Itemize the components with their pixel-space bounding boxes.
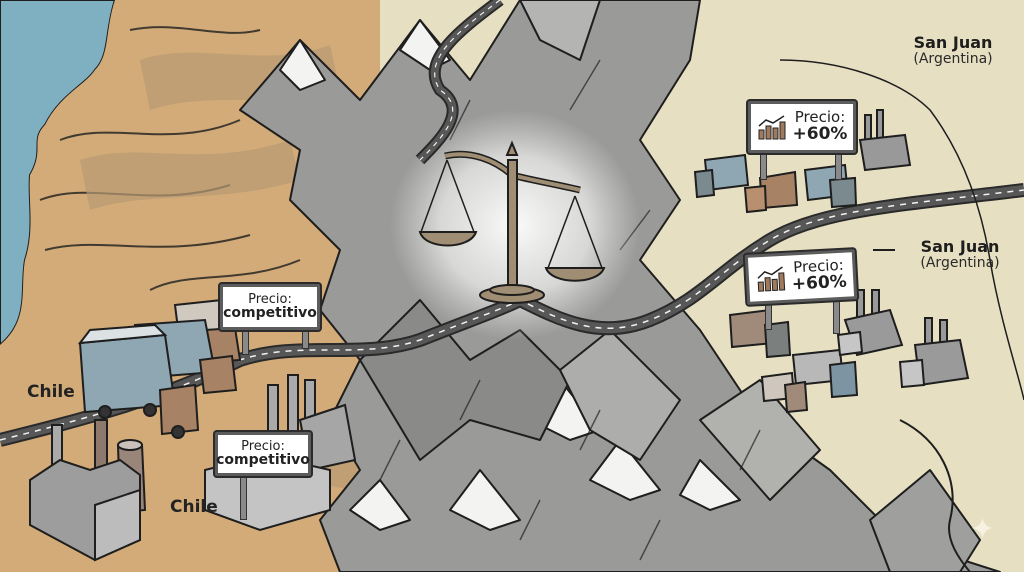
sign-line1: Precio: xyxy=(248,291,292,307)
region-label-chile-lower: Chile xyxy=(170,497,218,517)
chile-factory-large xyxy=(29,419,147,562)
sign-line2: +60% xyxy=(791,271,848,295)
sign-line2: competitivo xyxy=(223,305,317,322)
chile-trucks xyxy=(77,298,242,439)
region-label-san-juan-top: San Juan (Argentina) xyxy=(888,34,1018,67)
sign-line1: Precio: xyxy=(794,108,846,127)
rising-bar-chart-icon xyxy=(757,266,785,292)
region-label-san-juan-mid: San Juan (Argentina) xyxy=(896,238,1024,271)
balance-scale-icon xyxy=(418,140,606,304)
sign-argentina-upper: Precio: +60% xyxy=(748,101,856,153)
sign-chile-lower: Precio: competitivo xyxy=(215,432,311,476)
sparkle-icon: ✦ xyxy=(970,512,996,547)
sign-post xyxy=(835,150,842,180)
sign-line2: +60% xyxy=(792,123,848,144)
sign-line2: competitivo xyxy=(216,452,310,469)
rising-bar-chart-icon xyxy=(758,115,786,140)
argentina-factories xyxy=(836,109,970,389)
region-label-chile-upper: Chile xyxy=(27,382,75,402)
argentina-trucks xyxy=(693,153,859,414)
sign-post xyxy=(760,150,767,180)
sign-argentina-lower: Precio: +60% xyxy=(744,249,858,305)
sign-post xyxy=(240,470,247,520)
region-sub: (Argentina) xyxy=(920,254,1000,271)
region-name: San Juan xyxy=(913,33,993,52)
region-name: San Juan xyxy=(920,237,1000,256)
sign-chile-upper: Precio: competitivo xyxy=(220,284,320,330)
region-sub: (Argentina) xyxy=(913,50,993,67)
sign-line1: Precio: xyxy=(241,438,285,454)
